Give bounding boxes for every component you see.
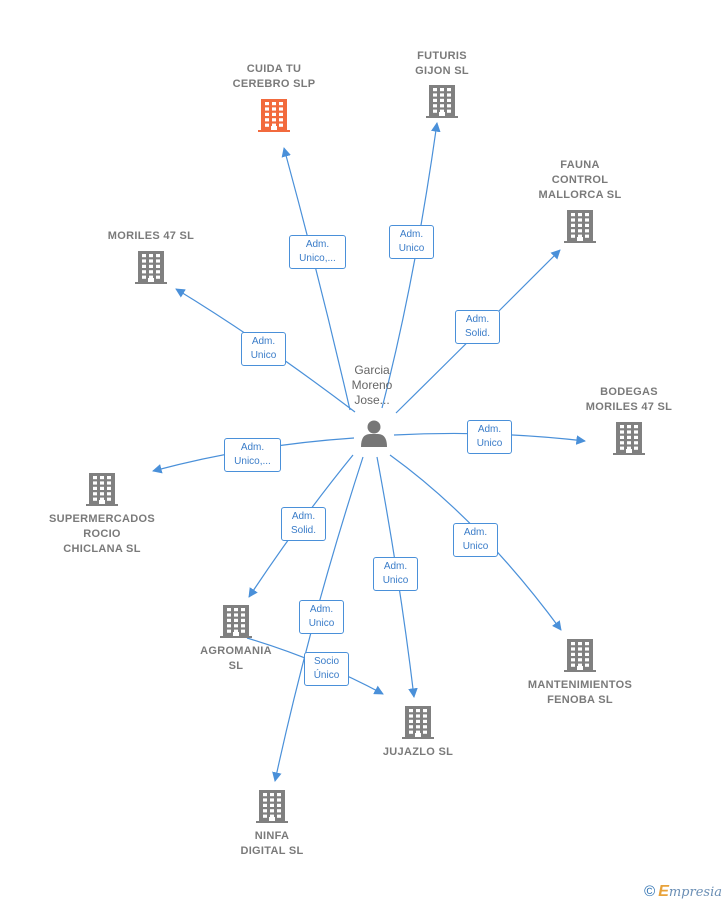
relation-edge-futuris: [381, 122, 441, 409]
relation-label-moriles47[interactable]: Adm. Unico: [241, 332, 286, 366]
company-building-icon-fauna[interactable]: [564, 210, 596, 243]
company-building-icon-supermercados[interactable]: [86, 473, 118, 506]
person-icon[interactable]: [361, 420, 387, 448]
company-name-moriles47[interactable]: MORILES 47 SL: [107, 230, 195, 242]
company-building-icon-futuris[interactable]: [426, 85, 458, 118]
company-name-ninfa[interactable]: NINFA DIGITAL SL: [240, 830, 304, 857]
relation-label-agromania[interactable]: Adm. Solid.: [281, 507, 326, 541]
relation-label-futuris[interactable]: Adm. Unico: [389, 225, 434, 259]
relation-label-fauna[interactable]: Adm. Solid.: [455, 310, 500, 344]
company-name-supermercados[interactable]: SUPERMERCADOS ROCIO CHICLANA SL: [49, 513, 155, 555]
company-building-icon-jujazlo[interactable]: [402, 706, 434, 739]
company-name-jujazlo[interactable]: JUJAZLO SL: [382, 746, 454, 758]
company-building-icon-ninfa[interactable]: [256, 790, 288, 823]
relation-label-cuida[interactable]: Adm. Unico,...: [289, 235, 346, 269]
brand-name: mpresia: [668, 885, 722, 900]
relation-label-supermercados[interactable]: Adm. Unico,...: [224, 438, 281, 472]
company-building-icon-mantenimientos[interactable]: [564, 639, 596, 672]
copyright-symbol: ©: [644, 883, 656, 900]
company-name-bodegas[interactable]: BODEGAS MORILES 47 SL: [585, 386, 673, 413]
company-name-futuris[interactable]: FUTURIS GIJON SL: [415, 50, 469, 77]
relation-label-jujazlo[interactable]: Socio Único: [304, 652, 349, 686]
company-building-icon-cuida[interactable]: [258, 99, 290, 132]
company-name-agromania[interactable]: AGROMANIA SL: [200, 645, 272, 672]
person-name[interactable]: Garcia Moreno Jose...: [351, 363, 393, 407]
company-building-icon-agromania[interactable]: [220, 605, 252, 638]
relation-label-ninfa[interactable]: Adm. Unico: [299, 600, 344, 634]
empresia-logo: ©Empresia: [644, 883, 722, 901]
company-building-icon-bodegas[interactable]: [613, 422, 645, 455]
relation-label-mantenimientos[interactable]: Adm. Unico: [453, 523, 498, 557]
relation-label-jujazlo[interactable]: Adm. Unico: [373, 557, 418, 591]
relation-label-bodegas[interactable]: Adm. Unico: [467, 420, 512, 454]
brand-initial: E: [658, 883, 669, 900]
relation-edge-cuida: [281, 147, 351, 411]
company-name-mantenimientos[interactable]: MANTENIMIENTOS FENOBA SL: [527, 679, 633, 706]
company-name-fauna[interactable]: FAUNA CONTROL MALLORCA SL: [538, 159, 622, 201]
company-name-cuida[interactable]: CUIDA TU CEREBRO SLP: [232, 63, 316, 90]
company-building-icon-moriles47[interactable]: [135, 251, 167, 284]
